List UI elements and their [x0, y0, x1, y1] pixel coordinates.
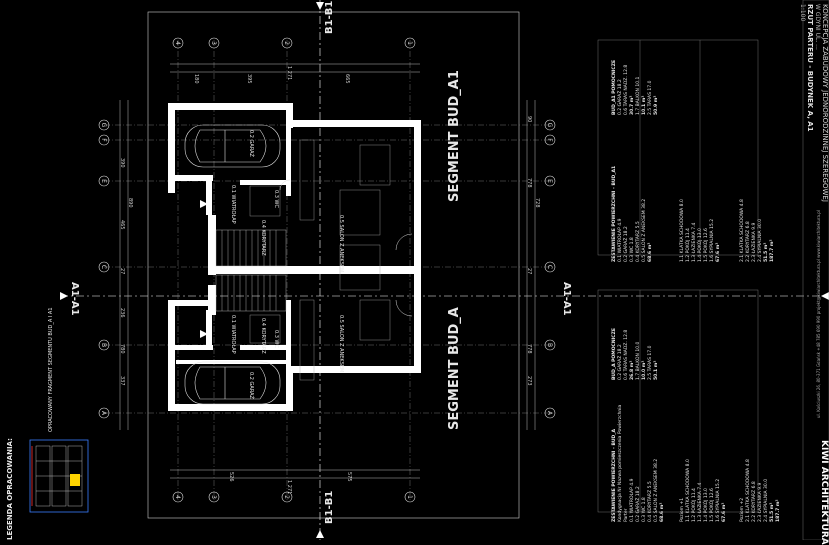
walls — [168, 103, 421, 411]
legend-title: LEGENDA OPRACOWANIA: — [6, 438, 14, 540]
company-block: KIWI ARCHITEKTURA — [819, 440, 829, 545]
svg-text:465: 465 — [119, 220, 125, 230]
svg-text:728: 728 — [534, 198, 540, 208]
svg-text:395: 395 — [246, 74, 252, 84]
svg-text:0.2 GARAŻ: 0.2 GARAŻ — [248, 130, 255, 158]
table-bud-a1-p2: 2.1 KLATKA SCHODOWA 4.8 2.2 KORYTARZ 6.8… — [740, 142, 776, 262]
svg-text:A: A — [546, 411, 553, 416]
svg-text:3: 3 — [210, 495, 217, 499]
svg-text:27: 27 — [526, 268, 532, 274]
room-labels: 0.5 SALON Z ANEKSEM 0.4 KORYTARZ 0.1 WIA… — [230, 130, 344, 400]
svg-text:575: 575 — [346, 472, 352, 482]
svg-text:0.1 WIATROŁAP: 0.1 WIATROŁAP — [230, 185, 236, 224]
svg-text:G: G — [546, 123, 553, 128]
legend: LEGENDA OPRACOWANIA: OPRACOWANY FRAGMENT… — [6, 307, 89, 540]
table-bud-a-p1: Poziom +1 1.1 KLATKA SCHODOWA 8.0 1.2 PO… — [680, 402, 728, 522]
axis-labels: 4 3 2 1 4 3 2 1 A B C E F G A B C E F G — [100, 41, 553, 499]
svg-text:G: G — [100, 123, 107, 128]
svg-text:F: F — [546, 138, 553, 142]
doors — [279, 179, 413, 317]
table-bud-a-header: Kondygnacja Nr Nazwa pomieszczenia Powie… — [618, 404, 623, 522]
svg-text:A1-A1: A1-A1 — [561, 282, 572, 316]
table-bud-a1-p1: 1.1 KLATKA SCHODOWA 8.0 1.2 POKÓJ 11.4 1… — [680, 142, 722, 262]
segment-a-title: SEGMENT BUD_A — [447, 307, 462, 430]
drawing-title: RZUT PARTERU - BUDYNEK A, A1 — [806, 4, 814, 132]
svg-text:337: 337 — [119, 376, 125, 386]
car-garage-a — [184, 361, 281, 405]
svg-text:C: C — [546, 265, 553, 269]
svg-text:2: 2 — [283, 495, 290, 499]
svg-text:C: C — [100, 265, 107, 269]
table-bud-a-p2: Poziom +2 2.1 KLATKA SCHODOWA 4.8 2.2 KO… — [740, 402, 782, 522]
section-labels: B1-B1 B1-B1 A1-A1 A1-A1 — [69, 1, 572, 524]
svg-text:390: 390 — [119, 158, 125, 168]
svg-text:F: F — [100, 138, 107, 142]
furniture — [249, 139, 391, 381]
svg-text:3: 3 — [210, 41, 217, 45]
segment-titles: SEGMENT BUD_A1 SEGMENT BUD_A — [447, 70, 462, 430]
axis-bubbles-rows — [98, 119, 556, 419]
dimension-lines — [119, 63, 536, 479]
company-name: KIWI ARCHITEKTURA — [819, 440, 829, 545]
stairs — [215, 229, 287, 312]
svg-text:0.4 KORYTARZ: 0.4 KORYTARZ — [260, 220, 266, 256]
svg-text:0.3 WC: 0.3 WC — [273, 330, 279, 348]
svg-text:B1-B1: B1-B1 — [324, 491, 335, 524]
car-garage-a1 — [184, 124, 281, 168]
svg-text:780: 780 — [119, 344, 125, 354]
svg-text:526: 526 — [228, 472, 234, 482]
svg-text:778: 778 — [526, 178, 532, 188]
svg-text:90: 90 — [526, 116, 532, 122]
table-bud-a1-aux: BUD_A1 POMOCNICZE 0.2 GARAŻ 18.2 0.6 TAR… — [612, 35, 660, 115]
svg-text:27: 27 — [119, 268, 125, 274]
svg-text:778: 778 — [526, 344, 532, 354]
svg-text:B: B — [100, 343, 107, 347]
svg-text:1 271: 1 271 — [286, 480, 292, 494]
segment-a1-title: SEGMENT BUD_A1 — [447, 70, 462, 202]
axis-bubbles-top — [172, 37, 416, 503]
drawing-frame — [147, 11, 520, 519]
svg-text:0.5 SALON Z ANEKSEM: 0.5 SALON Z ANEKSEM — [338, 215, 344, 272]
svg-text:273: 273 — [526, 376, 532, 386]
svg-text:4: 4 — [174, 41, 181, 45]
svg-text:0.4 KORYTARZ: 0.4 KORYTARZ — [260, 318, 266, 354]
svg-text:0.2 GARAŻ: 0.2 GARAŻ — [248, 372, 255, 400]
svg-text:0.1 WIATROŁAP: 0.1 WIATROŁAP — [230, 315, 236, 354]
scale: 1:100 — [799, 4, 806, 22]
arrows — [200, 200, 208, 338]
legend-highlight — [70, 474, 80, 486]
svg-text:1: 1 — [406, 41, 413, 45]
svg-text:665: 665 — [344, 74, 350, 84]
svg-text:0.5 SALON Z ANEKSEM: 0.5 SALON Z ANEKSEM — [338, 315, 344, 372]
svg-text:2: 2 — [283, 41, 290, 45]
svg-text:E: E — [546, 179, 553, 183]
dimension-texts: 180 395 665 1 271 526 575 1 271 337 780 … — [119, 66, 540, 494]
table-bud-a1: ZESTAWIENIE POWIERZCHNI - BUD_A1 0.1 WIA… — [612, 142, 654, 262]
legend-note: OPRACOWANY FRAGMENT SEGMENTU BUD_A I A1 — [48, 307, 54, 432]
svg-text:B1-B1: B1-B1 — [324, 1, 335, 34]
table-bud-a-aux: BUD_A POMOCNICZE 0.2 GARAŻ 18.2 0.6 TARA… — [612, 300, 660, 380]
svg-text:A: A — [100, 411, 107, 416]
svg-text:890: 890 — [127, 198, 133, 208]
legend-thumbnail — [29, 439, 89, 513]
svg-text:E: E — [100, 179, 107, 183]
svg-text:A1-A1: A1-A1 — [69, 282, 80, 316]
svg-text:0.3 WC: 0.3 WC — [273, 190, 279, 208]
svg-text:180: 180 — [193, 74, 199, 84]
company-address: ul. Kościuszki 26, 80-371 Gdańsk +48 785… — [816, 210, 821, 418]
svg-text:1 271: 1 271 — [286, 66, 292, 80]
svg-text:236: 236 — [119, 308, 125, 318]
svg-text:B: B — [546, 343, 553, 347]
table-bud-a: ZESTAWIENIE POWIERZCHNI - BUD_A Kondygna… — [612, 402, 666, 522]
svg-text:1: 1 — [406, 495, 413, 499]
svg-text:4: 4 — [174, 495, 181, 499]
